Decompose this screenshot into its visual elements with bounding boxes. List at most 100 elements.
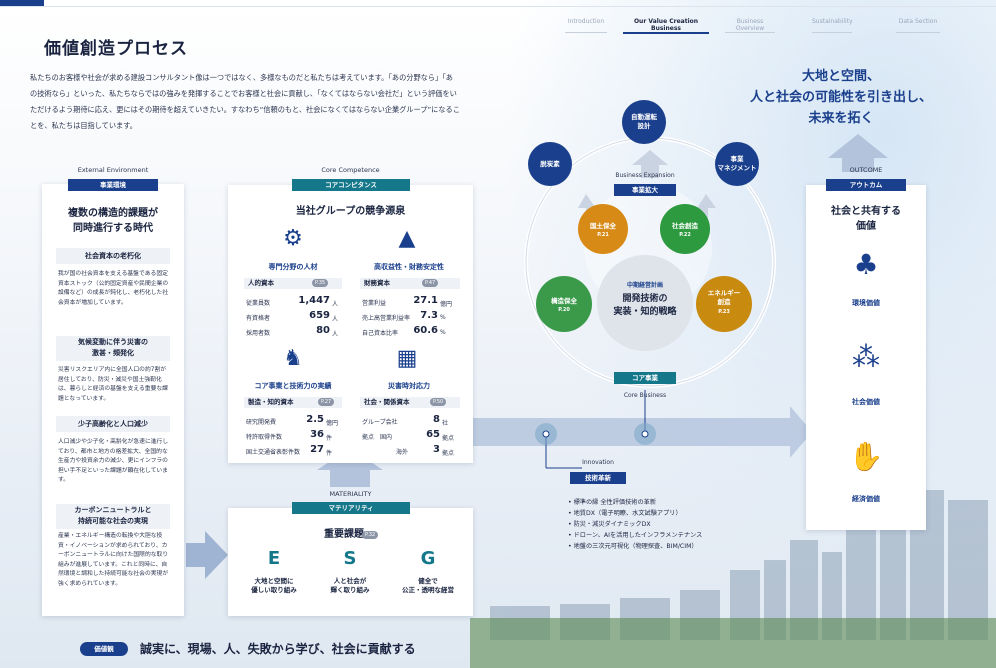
nav-tab-3[interactable]: Business Overview [725, 18, 775, 33]
esg-text-s: 人と社会が 輝く取り組み [330, 577, 370, 594]
stat-label: 拠点 国内 [362, 434, 393, 441]
center-circle [597, 255, 693, 351]
stat-label: 採用者数 [246, 330, 271, 337]
outer-circle-decarbon[interactable]: 脱炭素 [528, 142, 572, 186]
core-circle-page: P.21 [597, 232, 609, 238]
core-circle-page: P.20 [558, 307, 570, 313]
outer-circle-management[interactable]: 事業 マネジメント [715, 142, 759, 186]
stat-label: 研究開発費 [246, 419, 277, 426]
core-circle-social[interactable]: 社会創造 P.22 [660, 204, 710, 254]
expansion-pill: 事業拡大 [614, 184, 676, 196]
issue-body-4: 産業・エネルギー構造の転換や大胆な投資・イノベーションが求められており、カーボン… [58, 533, 169, 587]
outcome-value-social: 社会価値 [852, 398, 880, 406]
stat-label: 有資格者 [246, 315, 271, 322]
esg-letter-e: E [267, 548, 281, 569]
core-circle-page: P.23 [718, 309, 730, 315]
core-circle-label: エネルギー 創造 [707, 289, 741, 306]
stat-value: 659 [309, 310, 330, 321]
esg-text-e: 大地と空間に 優しい取り組み [251, 577, 297, 594]
core-heading: 当社グループの競争源泉 [295, 206, 406, 217]
issue-title-3: 少子高齢化と人口減少 [56, 416, 170, 432]
innovation-list: • 標準の縁 全性評価技術の革新 • 地質DX（電子明瞭、水文試験アプリ） • … [568, 497, 778, 552]
stat-unit: 億円 [440, 301, 453, 308]
core-caption: Core Competence [321, 166, 380, 174]
stat-label: 従業員数 [246, 300, 271, 307]
core-card [228, 185, 473, 463]
stat-unit: 件 [326, 450, 333, 457]
left-flow-arrow [186, 531, 228, 579]
expansion-caption: Business Expansion [615, 172, 675, 179]
innovation-item: • 防災・減災ダイナミックDX [568, 521, 651, 528]
core-block-title-4: 災害時対応力 [388, 382, 430, 390]
stat-value: 1,447 [298, 295, 330, 306]
core-circle-label: 構造保全 [551, 297, 577, 305]
page-ref-3[interactable]: P.27 [318, 398, 335, 406]
innovation-node-dot [542, 430, 550, 438]
nav-tab-5[interactable]: Data Section [896, 18, 940, 33]
outcome-up-arrow [828, 134, 888, 172]
stat-unit: 人 [332, 316, 339, 323]
materiality-pill: マテリアリティ [292, 502, 410, 514]
stat-label: 海外 [396, 449, 409, 456]
core-block-title-3: コア事業と技術力の実績 [254, 382, 332, 390]
vision-slogan: 大地と空間、 人と社会の可能性を引き出し、 未来を拓く [749, 69, 932, 126]
core-circle-energy[interactable]: エネルギー 創造 P.23 [696, 276, 752, 332]
stat-unit: % [440, 329, 446, 336]
page-ref-4[interactable]: P.50 [430, 398, 447, 406]
core-circle-label: 国土保全 [590, 222, 616, 230]
expansion-arrow-center [632, 150, 668, 178]
stat-value: 80 [316, 325, 330, 336]
outcome-heading: 社会と共有する 価値 [831, 206, 901, 232]
core-node-dot [641, 430, 649, 438]
stat-value: 3 [433, 444, 440, 455]
values-statement: 誠実に、現場、人、失敗から学び、社会に貢献する [140, 642, 416, 656]
nav-tab-1[interactable]: Introduction [565, 18, 607, 33]
nav-tab-4[interactable]: Sustainability [812, 18, 853, 33]
network-people-icon: ⁂ [852, 340, 880, 373]
stat-label: グループ会社 [362, 419, 398, 426]
stat-unit: 億円 [326, 420, 339, 427]
stat-unit: 社 [442, 420, 449, 427]
core-circle-national[interactable]: 国土保全 P.21 [578, 204, 628, 254]
materiality-page-ref[interactable]: P.32 [362, 531, 379, 539]
outcome-caption: OUTCOME [849, 166, 883, 174]
hand-chart-icon: ✋ [848, 440, 884, 473]
materiality-heading: 重要課題 [324, 529, 364, 540]
outcome-card [806, 185, 926, 530]
innovation-pill: 技術革新 [570, 472, 626, 484]
stat-unit: % [440, 314, 446, 321]
stat-unit: 拠点 [442, 450, 455, 457]
capital-label-1: 人的資本 [244, 278, 342, 289]
page-ref-2[interactable]: P.47 [422, 279, 439, 287]
nav-tab-value-creation[interactable]: Our Value Creation Business [623, 18, 709, 34]
stat-value: 2.5 [306, 414, 324, 425]
core-circle-page: P.22 [679, 232, 691, 238]
buildings-icon: ▦ [396, 346, 418, 371]
page-ref-1[interactable]: P.35 [312, 279, 329, 287]
materiality-caption: MATERIALITY [329, 490, 372, 498]
page-title: 価値創造プロセス [44, 39, 188, 59]
innovation-item: • 地盤の三次元可視化（物理探査、BIM/CIM） [568, 543, 698, 550]
stat-value: 7.3 [420, 310, 438, 321]
stat-value: 36 [310, 429, 324, 440]
outer-circle-autodrive[interactable]: 自動運転 設計 [622, 100, 666, 144]
stat-value: 65 [426, 429, 440, 440]
core-circle-structure[interactable]: 構造保全 P.20 [536, 276, 592, 332]
issue-body-1: 我が国の社会資本を支える基盤である固定資本ストック（公的固定資産や民間企業の設備… [58, 271, 169, 306]
esg-letter-s: S [343, 548, 357, 569]
outcome-pill: アウトカム [826, 179, 906, 191]
values-badge: 価値観 [80, 642, 128, 656]
stat-unit: 件 [326, 435, 333, 442]
core-business-pill: コア事業 [614, 372, 676, 384]
innovation-item: • ドローン、AIを活用したインフラメンテナンス [568, 532, 703, 539]
innovation-item: • 標準の縁 全性評価技術の革新 [568, 499, 657, 506]
stat-label: 売上高営業利益率 [362, 315, 411, 322]
issue-title-1: 社会資本の老朽化 [56, 248, 170, 264]
stat-unit: 人 [332, 331, 339, 338]
issue-title-4: カーボンニュートラルと 持続可能な社会の実現 [56, 504, 170, 529]
core-pill: コアコンピタンス [292, 179, 410, 191]
core-circle-label: 社会創造 [672, 222, 698, 230]
capital-label-3: 製造・知的資本 [244, 397, 342, 408]
core-business-caption: Core Business [623, 392, 667, 399]
